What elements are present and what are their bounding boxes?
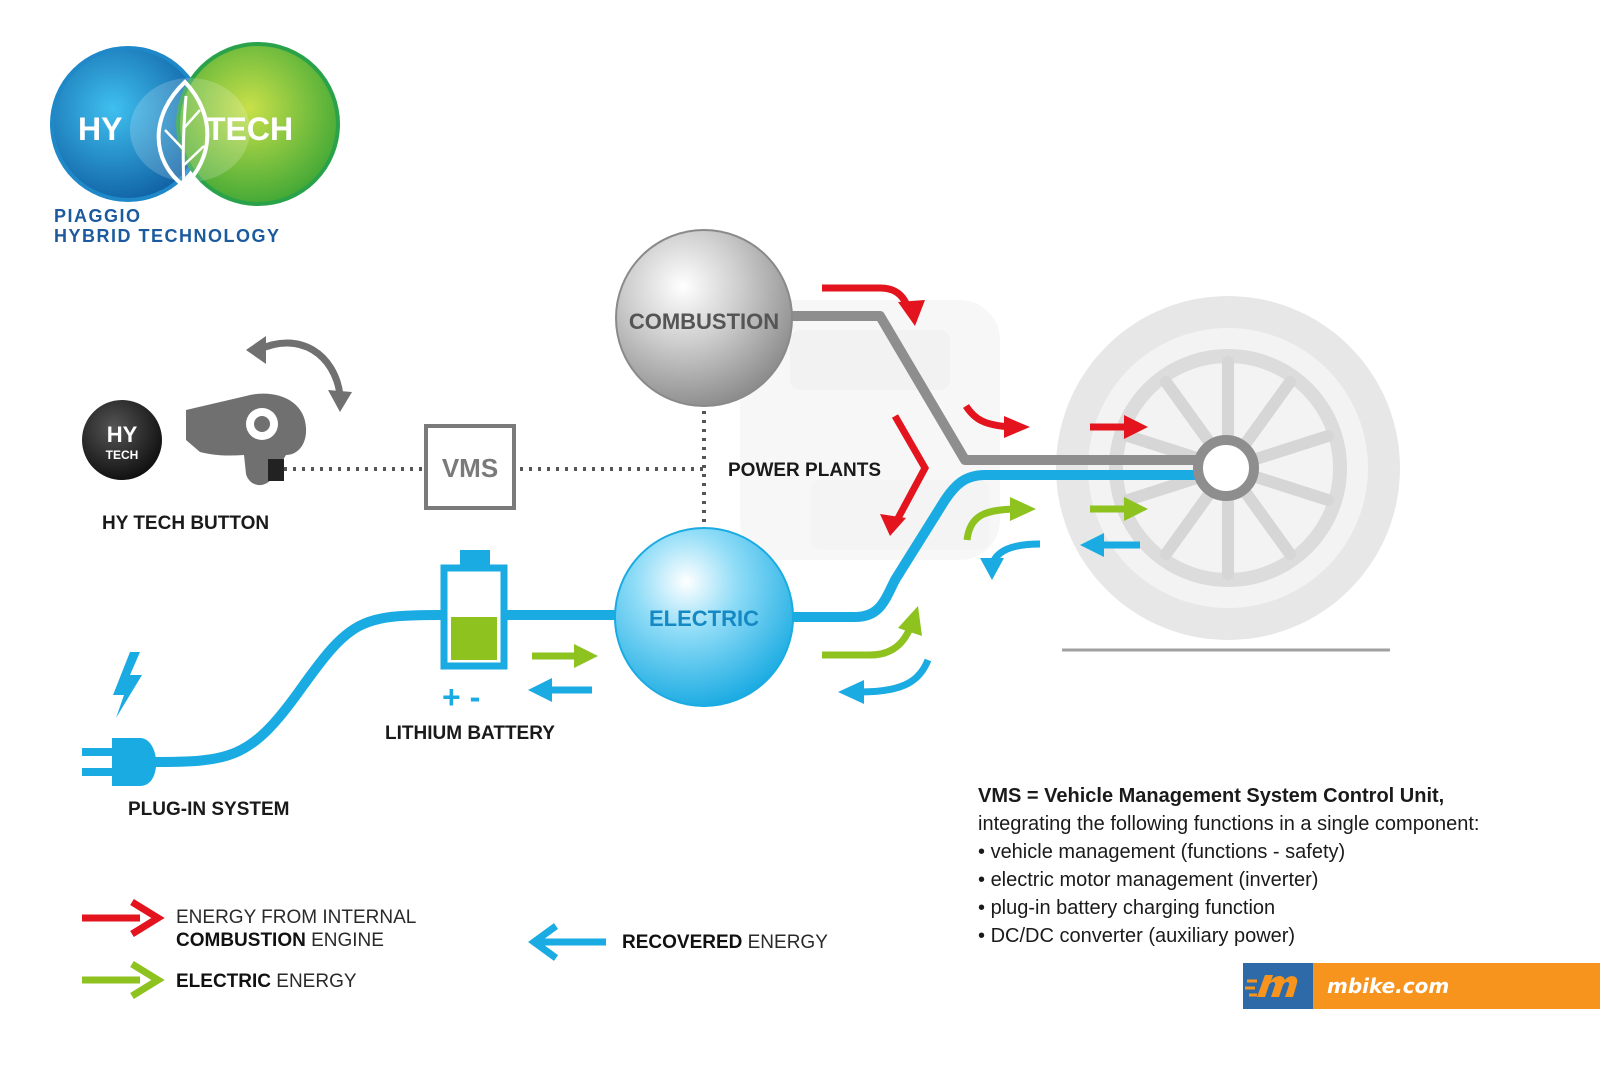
legend-recovered-bold: RECOVERED (622, 932, 742, 953)
combustion-drive-line (760, 311, 1200, 465)
hy-tech-button-label: HY TECH BUTTON (102, 513, 269, 534)
battery-polarity: + - (442, 679, 480, 715)
power-plants-label: POWER PLANTS (728, 460, 881, 481)
legend-combustion-line1: ENERGY FROM INTERNAL (176, 907, 416, 928)
leaf-icon (156, 79, 210, 189)
lightning-icon (113, 652, 142, 718)
vms-info-heading: VMS = Vehicle Management System Control … (978, 785, 1445, 807)
wheel-hub (1193, 435, 1259, 501)
list-item: vehicle management (functions - safety) (978, 838, 1578, 866)
plug-in-cable (149, 610, 620, 767)
list-item: DC/DC converter (auxiliary power) (978, 922, 1578, 950)
electric-flow-arrows (532, 497, 1148, 668)
combustion-flow-arrows (822, 284, 1148, 536)
vms-info-list: vehicle management (functions - safety) … (978, 838, 1578, 950)
hand-button-icon (186, 393, 307, 486)
legend-recovered-arrow (528, 923, 606, 961)
legend-electric-rest: ENERGY (271, 971, 357, 992)
hytech-button-badge: HY TECH (82, 400, 162, 480)
mbike-bar: mbike.com (1313, 963, 1600, 1009)
plug-icon (82, 738, 157, 786)
legend-electric-bold: ELECTRIC (176, 971, 271, 992)
hytech-logo: HY TECH PIAGGIO HYBRID TECHNOLOGY (50, 42, 340, 246)
plug-in-system-label: PLUG-IN SYSTEM (128, 799, 290, 820)
legend: ENERGY FROM INTERNAL COMBUSTION ENGINE E… (82, 899, 828, 999)
legend-combustion-arrow (82, 899, 165, 937)
logo-hy-text: HY (78, 111, 122, 147)
list-item: plug-in battery charging function (978, 894, 1578, 922)
badge-tech: TECH (106, 448, 139, 462)
electric-label: ELECTRIC (649, 606, 759, 631)
legend-recovered-rest: ENERGY (742, 932, 828, 953)
legend-electric-arrow (82, 961, 165, 999)
legend-combustion-rest: ENGINE (306, 930, 384, 951)
mbike-watermark: mbike.com (1243, 963, 1600, 1009)
rotate-arrow-icon (246, 336, 352, 412)
vms-info: VMS = Vehicle Management System Control … (978, 782, 1578, 950)
list-item: electric motor management (inverter) (978, 866, 1578, 894)
logo-hybrid-technology-text: HYBRID TECHNOLOGY (54, 226, 281, 246)
logo-tech-text: TECH (206, 111, 293, 147)
legend-electric-text: ELECTRIC ENERGY (176, 971, 357, 992)
combustion-label: COMBUSTION (629, 309, 779, 334)
legend-combustion-line2: COMBUSTION ENGINE (176, 930, 384, 951)
battery-icon: + - (440, 550, 508, 715)
lithium-battery-label: LITHIUM BATTERY (385, 723, 555, 744)
legend-combustion-bold: COMBUSTION (176, 930, 306, 951)
vms-info-subheading: integrating the following functions in a… (978, 813, 1480, 835)
badge-hy: HY (107, 422, 138, 447)
electric-node: ELECTRIC (614, 527, 794, 707)
vms-label: VMS (442, 453, 498, 483)
mbike-logo-icon (1243, 963, 1313, 1009)
recovered-flow-arrows (528, 533, 1140, 704)
electric-drive-line (780, 470, 1205, 622)
vms-box: VMS (424, 424, 516, 510)
mbike-text: mbike.com (1327, 974, 1450, 998)
combustion-node: COMBUSTION (615, 229, 793, 407)
legend-recovered-text: RECOVERED ENERGY (622, 932, 828, 953)
logo-piaggio-text: PIAGGIO (54, 206, 142, 226)
